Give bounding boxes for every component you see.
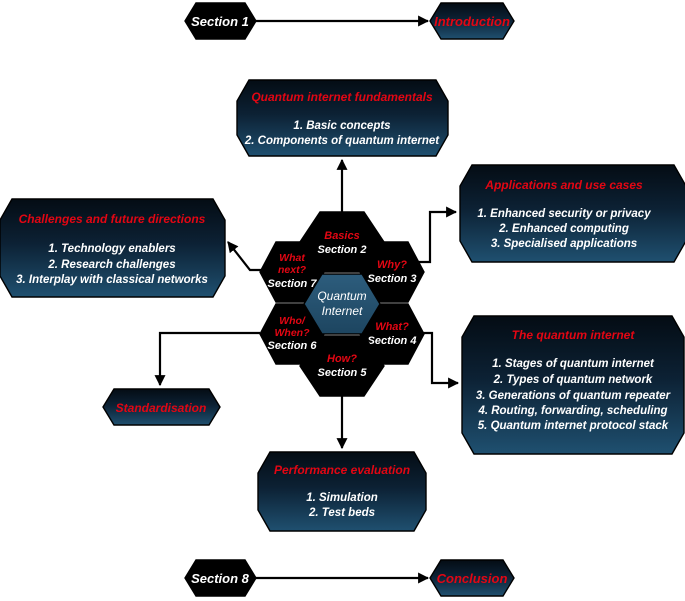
arrow-to-quantum-internet [419,331,460,389]
hex-whatnext-question-1: What [279,252,305,264]
arrow-to-applications [413,206,458,264]
introduction-label: Introduction [434,14,510,29]
challenges-item-1: 1. Technology enablers [48,243,175,255]
hex-why-section: Section 3 [368,273,417,285]
hex-who-question-1: Who/ [279,315,306,327]
introduction-badge [429,2,515,40]
hex-basics-section: Section 2 [318,244,367,256]
challenges-item-3: 3. Interplay with classical networks [16,274,208,286]
fundamentals-item-2: 2. Components of quantum internet [244,135,440,147]
hex-basics-question: Basics [324,230,359,242]
hex-center-quantum-internet [303,273,381,335]
hex-how-question: How? [327,353,357,365]
quantum-internet-box [461,315,685,455]
applications-title: Applications and use cases [484,178,643,192]
quantum-internet-item-1: 1. Stages of quantum internet [492,358,655,370]
hex-why [359,241,425,303]
conclusion-label: Conclusion [437,571,508,586]
section-1-badge [184,2,257,40]
arrow-to-challenges [227,241,262,272]
quantum-internet-item-3: 3. Generations of quantum repeater [476,390,671,402]
standardisation-box [102,388,221,426]
performance-item-2: 2. Test beds [308,507,375,519]
section-8-label: Section 8 [191,571,250,586]
applications-box [459,164,685,263]
applications-item-3: 3. Specialised applications [491,238,637,250]
hex-who-question-2: When? [275,327,311,339]
fundamentals-title: Quantum internet fundamentals [251,90,433,104]
challenges-box [0,198,226,298]
center-label-line1: Quantum [317,289,366,303]
hex-whatnext-question-2: next? [278,264,307,276]
applications-item-2: 2. Enhanced computing [498,223,629,235]
hex-what-section: Section 4 [368,335,417,347]
performance-title: Performance evaluation [274,463,410,477]
fundamentals-box [236,79,449,157]
performance-box [257,451,427,532]
hex-whatnext-section: Section 7 [268,278,318,290]
quantum-internet-item-2: 2. Types of quantum network [493,374,653,386]
arrow-to-standardisation [154,331,260,387]
section-1-label: Section 1 [191,14,249,29]
hex-who-section: Section 6 [268,340,318,352]
quantum-internet-item-5: 5. Quantum internet protocol stack [478,420,669,432]
conclusion-badge [429,559,515,597]
section-8-badge [184,559,257,597]
fundamentals-item-1: 1. Basic concepts [293,120,390,132]
quantum-internet-title: The quantum internet [512,328,636,342]
standardisation-title: Standardisation [116,401,207,415]
hex-how-section: Section 5 [318,367,368,379]
challenges-title: Challenges and future directions [19,212,206,226]
quantum-internet-item-4: 4. Routing, forwarding, scheduling [477,405,667,417]
hex-why-question: Why? [377,259,407,271]
performance-item-1: 1. Simulation [306,492,378,504]
center-label-line2: Internet [322,304,363,318]
hex-what-question: What? [375,321,409,333]
hex-how [299,335,385,397]
challenges-item-2: 2. Research challenges [47,259,175,271]
applications-item-1: 1. Enhanced security or privacy [477,208,651,220]
